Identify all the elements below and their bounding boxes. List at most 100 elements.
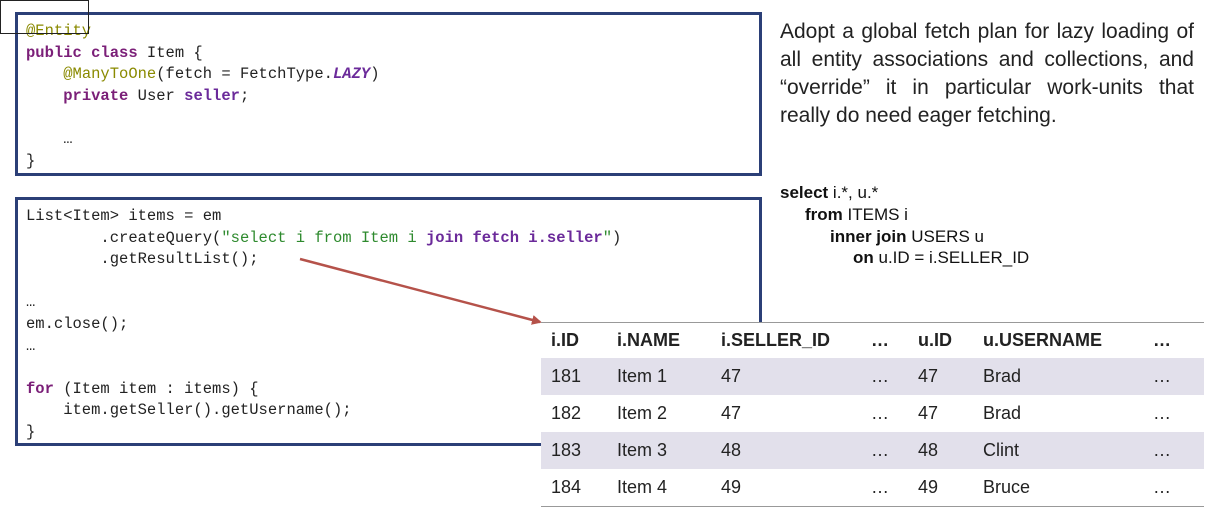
- table-row: 184 Item 4 49 … 49 Bruce …: [541, 469, 1204, 507]
- sql-keyword: select: [780, 183, 829, 202]
- fetch-plan-description: Adopt a global fetch plan for lazy loadi…: [780, 20, 1194, 127]
- sql-text: USERS u: [906, 226, 984, 246]
- code-token: ;: [239, 86, 250, 105]
- cell: 47: [721, 403, 742, 423]
- code-token: .getResultList();: [26, 250, 259, 269]
- sql-line-2: from ITEMS i: [780, 204, 1029, 226]
- cell: Brad: [983, 403, 1022, 423]
- code-token: seller: [184, 86, 240, 105]
- code-line: …: [26, 129, 751, 151]
- code-line: …: [26, 292, 751, 314]
- sql-line-1: select i.*, u.*: [780, 182, 1029, 204]
- sql-line-3: inner join USERS u: [780, 226, 1029, 248]
- entity-code-block: @Entity public class Item { @ManyToOne(fe…: [15, 12, 762, 176]
- table-header-row: i.ID i.NAME i.SELLER_ID … u.ID u.USERNAM…: [541, 322, 1204, 358]
- code-token: User: [128, 86, 185, 105]
- code-token: em.close();: [26, 314, 129, 333]
- code-line: for (Item item : items) {: [26, 379, 751, 401]
- code-token: …: [26, 129, 73, 148]
- cell: Brad: [973, 358, 1143, 395]
- col-header: i.NAME: [607, 322, 711, 358]
- table-row: 181 Item 1 47 … 47 Brad …: [541, 358, 1204, 395]
- cell: 48: [908, 432, 973, 469]
- sql-line-4: on u.ID = i.SELLER_ID: [780, 247, 1029, 269]
- code-line: private User seller;: [26, 86, 751, 108]
- table-row: 182 Item 2 47 … 47 Brad …: [541, 395, 1204, 432]
- code-token: [26, 87, 63, 105]
- cell: Item 4: [607, 469, 711, 507]
- code-token: …: [26, 336, 36, 355]
- cell: …: [861, 432, 908, 469]
- col-header: u.ID: [908, 322, 973, 358]
- sql-query: select i.*, u.* from ITEMS i inner join …: [780, 182, 1029, 269]
- cell: 49: [908, 469, 973, 507]
- sql-keyword: on: [853, 248, 874, 268]
- cell: …: [1143, 358, 1204, 395]
- sql-text: i.*, u.*: [828, 183, 879, 202]
- col-header: i.ID: [541, 322, 607, 358]
- corner-outline-box: [0, 0, 89, 34]
- code-token: @Entity: [26, 22, 92, 40]
- cell: 182: [551, 403, 582, 423]
- col-header: u.USERNAME: [973, 322, 1143, 358]
- code-token: join fetch i.seller: [425, 228, 603, 247]
- cell: …: [1143, 469, 1204, 507]
- cell: 183: [541, 432, 607, 469]
- sql-keyword: from: [805, 204, 843, 224]
- cell: …: [871, 403, 889, 423]
- code-token: .createQuery(: [26, 228, 222, 247]
- table-row: 183 Item 3 48 … 48 Clint …: [541, 432, 1204, 469]
- cell: …: [1153, 403, 1171, 423]
- cell: 184: [541, 469, 607, 507]
- code-token: @ManyToOne: [63, 65, 157, 84]
- code-line: [26, 107, 751, 129]
- cell: Item 1: [607, 358, 711, 395]
- code-line: .getResultList();: [26, 249, 751, 271]
- code-token: (Item item : items) {: [53, 379, 259, 398]
- cell: Item 2: [617, 403, 668, 423]
- code-token: }: [26, 422, 36, 441]
- sql-keyword: inner join: [830, 226, 907, 246]
- code-token: LAZY: [332, 65, 371, 84]
- code-token: ): [370, 65, 380, 84]
- sql-text: ITEMS i: [842, 204, 908, 224]
- code-line: item.getSeller().getUsername();: [26, 400, 751, 422]
- cell: …: [861, 469, 908, 507]
- code-line: @Entity: [26, 21, 751, 43]
- cell: 47: [908, 358, 973, 395]
- code-line: .createQuery("select i from Item i join …: [26, 228, 751, 250]
- cell: 181: [541, 358, 607, 395]
- code-token: ": [602, 228, 613, 247]
- code-token: for: [26, 379, 54, 398]
- code-token: [26, 65, 63, 83]
- code-token: (fetch = FetchType.: [156, 65, 333, 84]
- code-token: private: [63, 86, 129, 105]
- sql-text: u.ID = i.SELLER_ID: [873, 248, 1030, 268]
- code-token: …: [26, 293, 36, 312]
- code-token: item.getSeller().getUsername();: [26, 401, 352, 420]
- code-line: [26, 271, 751, 293]
- code-token: }: [26, 151, 36, 170]
- code-token: "select i from Item i: [221, 228, 426, 247]
- col-header: …: [1143, 322, 1204, 358]
- code-token: public class: [26, 43, 138, 62]
- cell: 47: [711, 358, 861, 395]
- code-line: public class Item {: [26, 43, 751, 65]
- code-line: }: [26, 422, 751, 444]
- code-line: @ManyToOne(fetch = FetchType.LAZY): [26, 64, 751, 86]
- cell: Bruce: [973, 469, 1143, 507]
- cell: …: [861, 358, 908, 395]
- code-token: Item {: [137, 43, 203, 62]
- code-line: …: [26, 336, 751, 358]
- code-token: List<Item> items = em: [26, 207, 222, 225]
- cell: 48: [711, 432, 861, 469]
- cell: 47: [918, 403, 939, 423]
- code-token: ): [612, 228, 622, 247]
- cell: …: [1143, 432, 1204, 469]
- result-table: i.ID i.NAME i.SELLER_ID … u.ID u.USERNAM…: [541, 322, 1204, 507]
- col-header: …: [861, 322, 908, 358]
- col-header: i.SELLER_ID: [711, 322, 861, 358]
- code-line: List<Item> items = em: [26, 206, 751, 228]
- cell: Clint: [973, 432, 1143, 469]
- cell: 49: [711, 469, 861, 507]
